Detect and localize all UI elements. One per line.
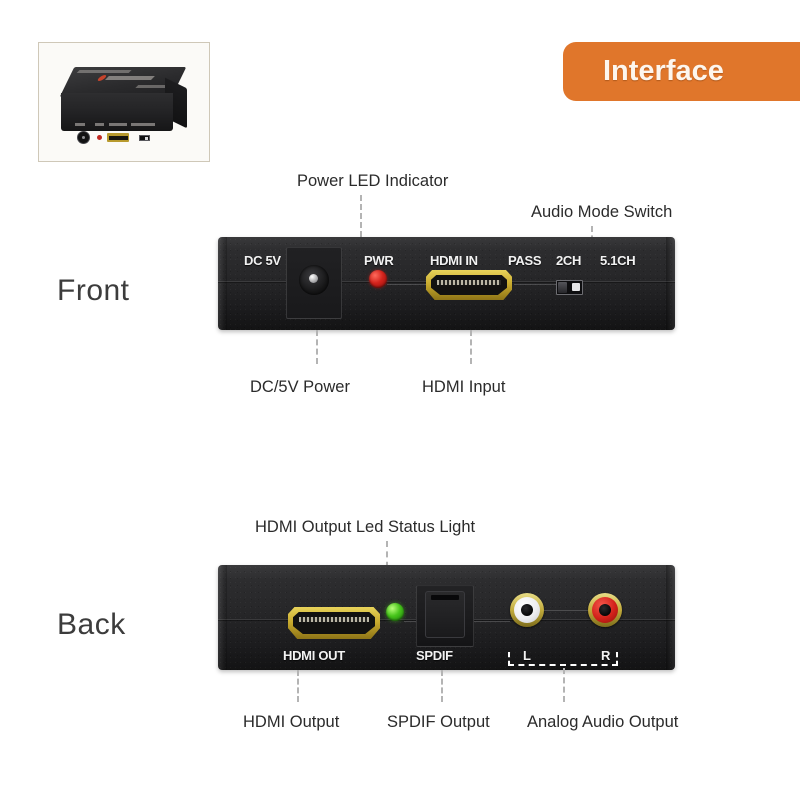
- silk-hdmi-out: HDMI OUT: [283, 648, 345, 663]
- thumbnail-switch-icon: [139, 135, 150, 141]
- silk-hdmi-in: HDMI IN: [430, 253, 478, 268]
- leader-line-hdmi-output: [297, 670, 299, 702]
- silk-pass: PASS: [508, 253, 542, 268]
- power-led: [369, 270, 387, 288]
- leader-line-power-led: [360, 195, 362, 237]
- thumbnail-brand-logo: [105, 76, 155, 80]
- back-trace-1: [404, 621, 418, 622]
- callout-hdmi-input: HDMI Input: [422, 378, 506, 396]
- front-panel-right-edge: [666, 237, 675, 330]
- hdmi-output-cavity: [293, 612, 375, 634]
- spdif-shutter: [425, 591, 465, 638]
- callout-spdif-output: SPDIF Output: [387, 713, 490, 731]
- thumbnail-device-front: [61, 93, 173, 144]
- back-panel-left-edge: [218, 565, 227, 670]
- hdmi-output-pins: [299, 617, 369, 622]
- silk-spdif: SPDIF: [416, 648, 453, 663]
- panel-trace-right: [514, 284, 556, 285]
- back-trace-2: [474, 621, 510, 622]
- panel-trace-left: [387, 284, 429, 285]
- thumbnail-device-image: [59, 67, 189, 144]
- rca-left-jack[interactable]: [510, 593, 544, 627]
- silk-2ch: 2CH: [556, 253, 582, 268]
- leader-line-spdif-output: [441, 670, 443, 702]
- hdmi-status-led: [386, 603, 404, 621]
- hdmi-input-cavity: [431, 275, 507, 295]
- silk-l: L: [523, 648, 531, 663]
- rca-right-jack[interactable]: [588, 593, 622, 627]
- silk-51ch: 5.1CH: [600, 253, 636, 268]
- thumbnail-label-pwr: [95, 123, 104, 126]
- back-trace-3: [544, 610, 588, 611]
- callout-audio-mode-switch: Audio Mode Switch: [531, 203, 673, 221]
- spdif-slot: [431, 595, 459, 600]
- section-label-back: Back: [57, 608, 126, 641]
- leader-line-hdmi-input: [470, 330, 472, 364]
- front-panel-left-edge: [218, 237, 227, 330]
- audio-mode-switch[interactable]: [556, 280, 583, 295]
- front-panel: DC 5V PWR HDMI IN PASS 2CH 5.1CH: [218, 237, 675, 330]
- hdmi-input-port[interactable]: [426, 270, 512, 300]
- thumbnail-power-led-icon: [97, 135, 102, 140]
- silk-pwr: PWR: [364, 253, 394, 268]
- callout-hdmi-output: HDMI Output: [243, 713, 340, 731]
- leader-line-dc-power: [316, 330, 318, 364]
- silk-r: R: [601, 648, 611, 663]
- thumbnail-label-modes: [131, 123, 155, 126]
- back-panel-right-edge: [666, 565, 675, 670]
- hdmi-output-port[interactable]: [288, 607, 380, 639]
- thumbnail-label-dc: [75, 123, 85, 126]
- interface-banner-label: Interface: [603, 55, 724, 87]
- dc-power-jack[interactable]: [299, 265, 329, 295]
- leader-line-analog-audio: [563, 668, 565, 702]
- hdmi-input-pins: [437, 280, 501, 285]
- section-label-front: Front: [57, 274, 130, 307]
- thumbnail-dc-jack-icon: [77, 131, 90, 144]
- product-thumbnail: [38, 42, 210, 162]
- callout-dc-5v-power: DC/5V Power: [250, 378, 350, 396]
- rca-left-hole: [521, 604, 533, 616]
- callout-hdmi-output-led-status-light: HDMI Output Led Status Light: [255, 518, 476, 536]
- interface-banner: Interface: [563, 42, 800, 101]
- spdif-optical-port[interactable]: [416, 585, 474, 647]
- callout-power-led-indicator: Power LED Indicator: [297, 172, 449, 190]
- analog-audio-bracket: [508, 652, 618, 666]
- callout-analog-audio-output: Analog Audio Output: [527, 713, 679, 731]
- rca-right-hole: [599, 604, 611, 616]
- thumbnail-hdmi-port-icon: [107, 133, 129, 142]
- back-panel: HDMI OUT SPDIF L R: [218, 565, 675, 670]
- thumbnail-top-text-line: [76, 70, 132, 73]
- thumbnail-label-hdmi: [109, 123, 127, 126]
- silk-dc5v: DC 5V: [244, 253, 281, 268]
